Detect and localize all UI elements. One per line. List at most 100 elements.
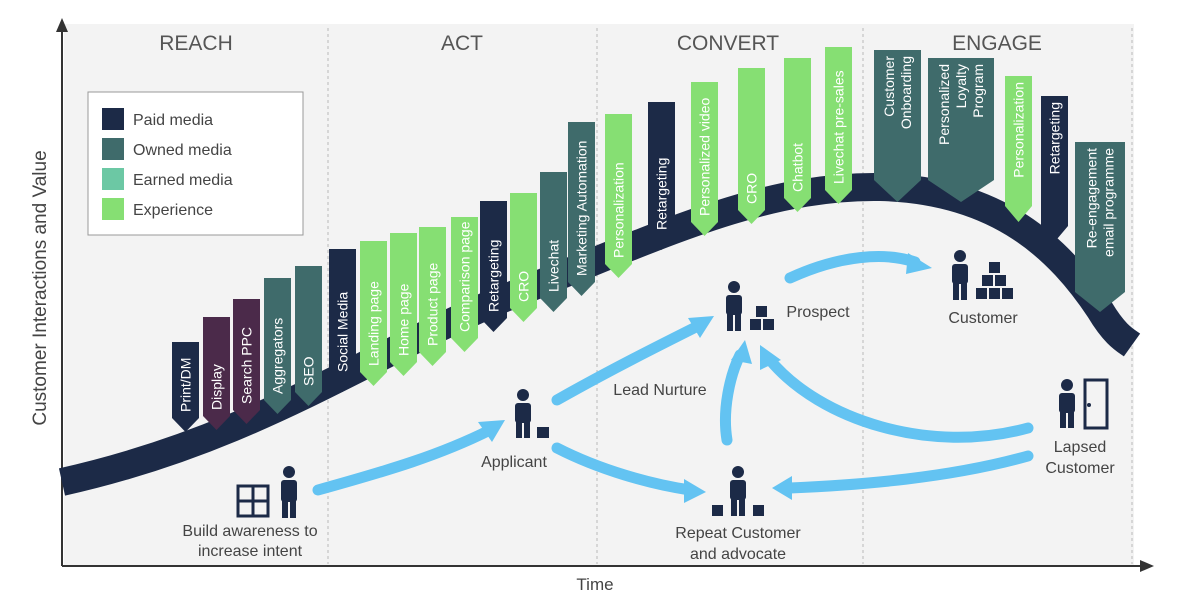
person-icon	[515, 389, 549, 438]
channel-tag-label: Marketing Automation	[574, 141, 590, 276]
arrowhead	[684, 479, 706, 503]
y-axis-label: Customer Interactions and Value	[30, 150, 51, 425]
channel-tag	[691, 82, 718, 236]
prospect-label: Prospect	[786, 304, 850, 321]
channel-tag-label: Print/DM	[178, 358, 194, 412]
legend-swatch-owned	[102, 138, 124, 160]
engage-tag	[1041, 96, 1068, 242]
arrow-prospect-to-customer	[784, 251, 921, 284]
boxes-icon	[750, 306, 774, 330]
persona-customer: Customer	[948, 250, 1018, 327]
persona-repeat: Repeat Customer and advocate	[675, 466, 801, 563]
awareness-label-line2: increase intent	[198, 543, 303, 560]
channel-tag	[540, 172, 567, 312]
x-axis-arrowhead	[1140, 560, 1154, 572]
legend-swatch-earned	[102, 168, 124, 190]
engage-tag	[1005, 76, 1032, 222]
channel-tag	[568, 122, 595, 296]
customer-label: Customer	[948, 310, 1018, 327]
channel-tag-label: Aggregators	[270, 318, 286, 394]
channel-tag	[264, 278, 291, 414]
channel-tag-label: Social Media	[335, 292, 351, 372]
reengagement-tag-label: Re-engagement	[1084, 148, 1100, 249]
channel-tag-label: Personalized video	[697, 97, 713, 216]
channel-tag-label: Search PPC	[239, 327, 255, 404]
channel-tag-label: Personalization	[611, 162, 627, 258]
channel-tag-label: CRO	[744, 173, 760, 204]
legend-swatch-experience	[102, 198, 124, 220]
channel-tag-label: Landing page	[366, 281, 382, 366]
applicant-label: Applicant	[481, 454, 547, 471]
legend-swatch-paid	[102, 108, 124, 130]
arrow-applicant-to-repeat	[551, 442, 696, 496]
reengagement-tag	[1075, 142, 1125, 312]
arrowhead	[688, 316, 714, 338]
channel-tag	[510, 193, 537, 322]
phase-heading-engage: ENGAGE	[952, 32, 1042, 55]
person-icon	[952, 250, 968, 300]
engage-tag-label: Personalization	[1011, 82, 1027, 178]
lapsed-label-line2: Customer	[1045, 460, 1115, 477]
boxes-icon	[976, 262, 1013, 299]
engage-tag	[928, 58, 994, 202]
channel-tag	[784, 58, 811, 212]
channel-tag	[451, 217, 478, 352]
legend-label-paid: Paid media	[133, 112, 213, 129]
channel-tag-label: Home page	[396, 283, 412, 356]
arrowhead	[760, 345, 781, 370]
channel-tag-label: Livechat pre-sales	[831, 70, 847, 184]
channel-tag-label: Chatbot	[790, 143, 806, 192]
phase-heading-act: ACT	[441, 32, 483, 55]
channel-tag	[295, 266, 322, 406]
awareness-label: Build awareness to	[182, 523, 317, 540]
arrowhead	[478, 420, 505, 442]
arrowhead	[906, 253, 932, 274]
channel-tag	[605, 114, 632, 278]
arrow-lapsed-to-repeat	[784, 450, 1034, 494]
engage-tag-label: Customer	[881, 56, 897, 117]
repeat-label: Repeat Customer	[675, 525, 801, 542]
channel-tag-label: Livechat	[546, 240, 562, 292]
lapsed-label: Lapsed	[1054, 439, 1107, 456]
channel-tag	[648, 102, 675, 250]
channel-tag	[738, 68, 765, 224]
channel-tag	[360, 241, 387, 386]
persona-awareness: Build awareness to increase intent	[182, 466, 318, 560]
x-axis-label: Time	[576, 575, 613, 594]
repeat-label-line2: and advocate	[690, 546, 786, 563]
engage-tag-label: Program	[970, 64, 986, 118]
channel-tag-label: SEO	[301, 356, 317, 386]
lead-nurture-label: Lead Nurture	[613, 382, 706, 399]
legend-label-experience: Experience	[133, 202, 213, 219]
legend-label-owned: Owned media	[133, 142, 232, 159]
box-icon	[537, 427, 549, 438]
channel-tag	[480, 201, 507, 332]
channel-tag-label: Product page	[425, 263, 441, 346]
engage-tag-label: Personalized	[936, 64, 952, 145]
channel-tag	[419, 227, 446, 366]
arrowhead	[731, 340, 752, 364]
phase-heading-convert: CONVERT	[677, 32, 779, 55]
channel-tag	[390, 233, 417, 376]
engage-tag	[874, 50, 921, 202]
y-axis-arrowhead	[56, 18, 68, 32]
channel-tag-label: Comparison page	[457, 221, 473, 332]
arrow-lapsed-to-prospect	[764, 354, 1034, 443]
person-icon	[726, 281, 742, 331]
channel-tag	[203, 317, 230, 430]
person-icon	[1059, 379, 1075, 428]
engage-tag-label: Loyalty	[953, 64, 969, 108]
flow-arrowheads	[478, 253, 932, 503]
channel-tag	[329, 249, 356, 392]
phase-heading-reach: REACH	[159, 32, 233, 55]
flow-arrows	[312, 251, 1034, 496]
channel-tag-label: CRO	[516, 271, 532, 302]
legend: Paid media Owned media Earned media Expe…	[87, 91, 304, 236]
channel-tag-label: Display	[209, 364, 225, 410]
channel-tag	[233, 299, 260, 424]
arrow-applicant-to-prospect	[551, 319, 706, 406]
